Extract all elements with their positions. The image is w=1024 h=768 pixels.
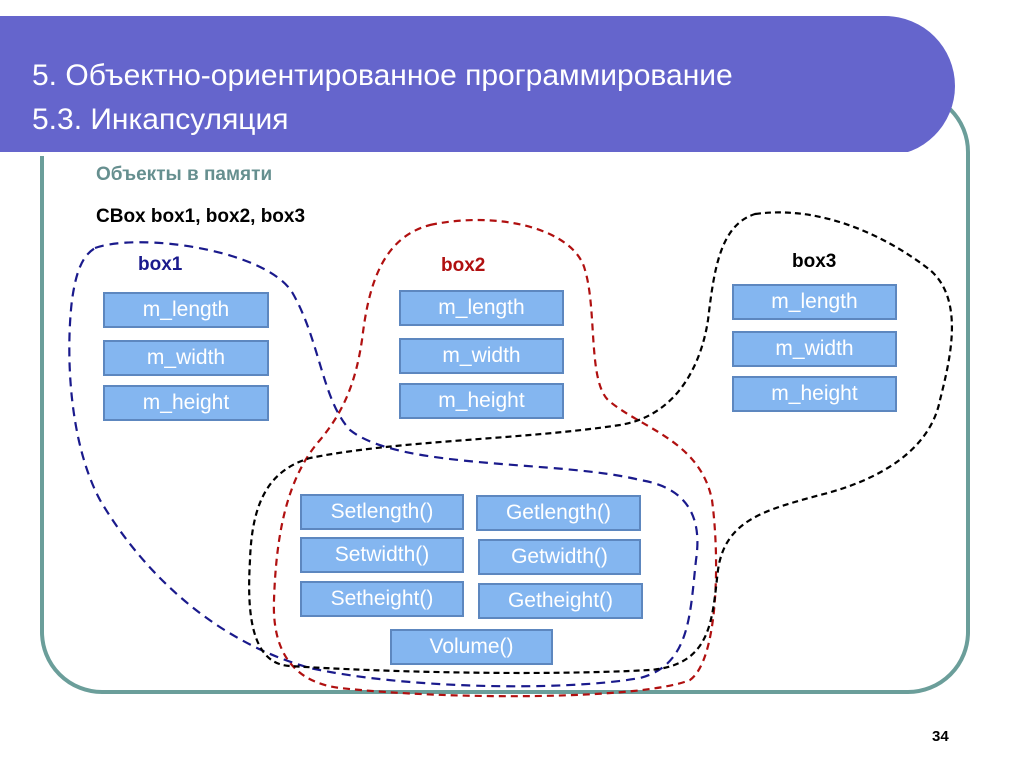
method-setheight: Setheight() xyxy=(300,581,464,617)
box1-field-width: m_width xyxy=(103,340,269,376)
box1-field-length: m_length xyxy=(103,292,269,328)
title-line-2: 5.3. Инкапсуляция xyxy=(32,103,289,136)
box3-field-width: m_width xyxy=(732,331,897,367)
method-setlength: Setlength() xyxy=(300,494,464,530)
method-getlength: Getlength() xyxy=(476,495,641,531)
declaration-text: CBox box1, box2, box3 xyxy=(96,206,306,227)
box2-outline xyxy=(272,218,718,698)
box3-label: box3 xyxy=(792,251,837,272)
box2-field-height: m_height xyxy=(399,383,564,419)
title-line-1: 5. Объектно-ориентированное программиров… xyxy=(32,59,733,92)
box1-outline xyxy=(68,241,699,688)
box3-outline xyxy=(248,211,954,675)
box1-label: box1 xyxy=(138,254,183,275)
method-getwidth: Getwidth() xyxy=(478,539,641,575)
box2-label: box2 xyxy=(441,255,486,276)
slide-title: 5. Объектно-ориентированное программиров… xyxy=(32,54,733,142)
page-number: 34 xyxy=(932,728,949,745)
method-setwidth: Setwidth() xyxy=(300,537,464,573)
method-volume: Volume() xyxy=(390,629,553,665)
banner-underline xyxy=(0,152,935,156)
box3-field-length: m_length xyxy=(732,284,897,320)
section-caption: Объекты в памяти xyxy=(96,164,273,185)
title-banner: 5. Объектно-ориентированное программиров… xyxy=(0,16,955,156)
box3-field-height: m_height xyxy=(732,376,897,412)
box1-field-height: m_height xyxy=(103,385,269,421)
method-getheight: Getheight() xyxy=(478,583,643,619)
box2-field-length: m_length xyxy=(399,290,564,326)
box2-field-width: m_width xyxy=(399,338,564,374)
